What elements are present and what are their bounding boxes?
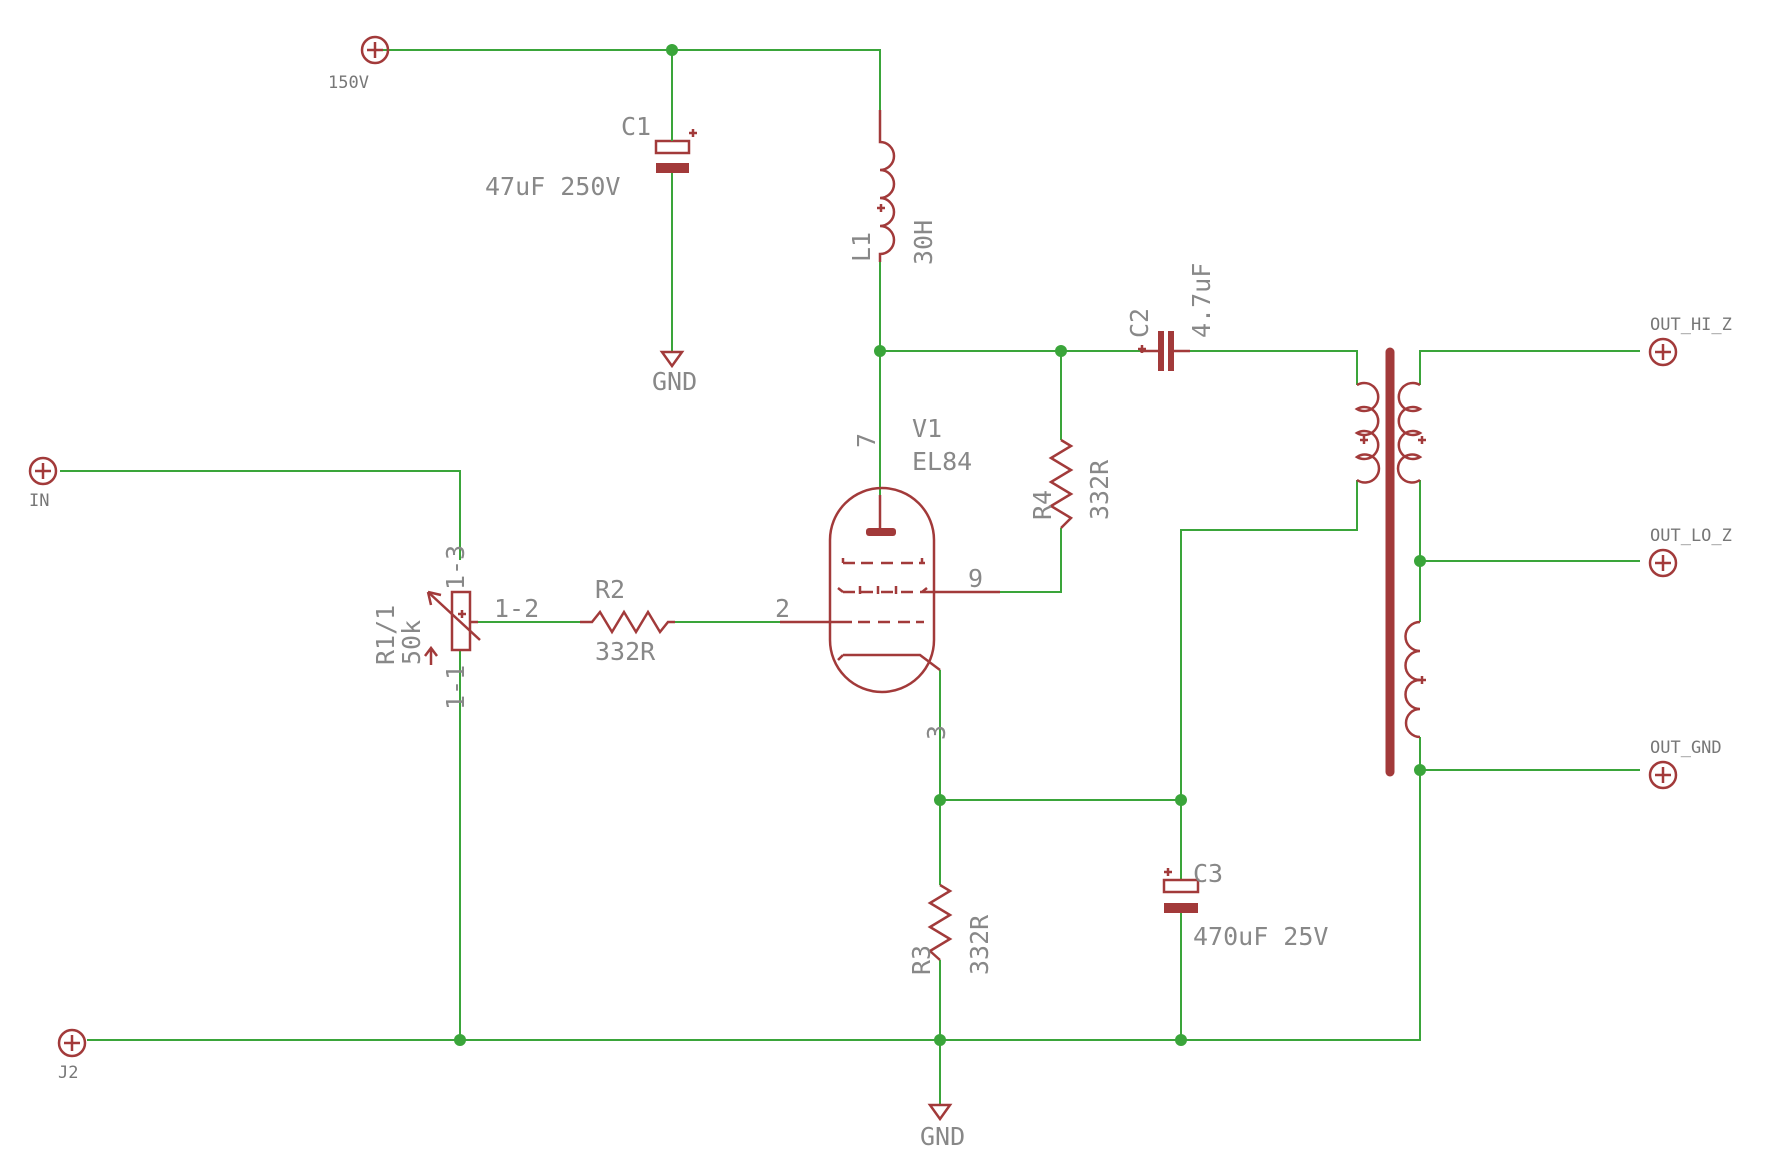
connector-in-label: IN bbox=[29, 491, 49, 511]
capacitor-c3[interactable]: C3 470uF 25V bbox=[1162, 859, 1328, 951]
junction bbox=[1175, 794, 1187, 806]
c1-value: 47uF 250V bbox=[485, 172, 620, 201]
v1-pin-grid: 2 bbox=[775, 594, 790, 623]
connector-out-hi[interactable]: OUT_HI_Z bbox=[1648, 315, 1732, 367]
junction bbox=[1414, 764, 1426, 776]
connector-out-gnd-label: OUT_GND bbox=[1650, 738, 1722, 758]
ground-top-label: GND bbox=[652, 367, 697, 396]
ground-bottom-label: GND bbox=[920, 1122, 965, 1151]
connector-out-lo[interactable]: OUT_LO_Z bbox=[1648, 526, 1732, 578]
resistor-r3[interactable]: R3 332R bbox=[907, 883, 994, 975]
capacitor-c2[interactable]: C2 4.7uF bbox=[1125, 263, 1216, 371]
r3-value: 332R bbox=[965, 914, 994, 975]
connector-out-hi-label: OUT_HI_Z bbox=[1650, 315, 1732, 335]
junctions bbox=[454, 44, 1426, 1046]
r2-name: R2 bbox=[595, 575, 625, 604]
junction bbox=[934, 794, 946, 806]
connector-150v-label: 150V bbox=[328, 73, 369, 93]
connector-in[interactable]: IN bbox=[28, 456, 58, 511]
l1-name: L1 bbox=[847, 232, 876, 262]
c3-value: 470uF 25V bbox=[1193, 922, 1328, 951]
resistor-r4[interactable]: R4 332R bbox=[1028, 438, 1114, 529]
connector-150v[interactable]: 150V bbox=[328, 35, 390, 93]
r3-name: R3 bbox=[907, 945, 936, 975]
r1-pin-wiper: 1-2 bbox=[494, 594, 539, 623]
junction bbox=[666, 44, 678, 56]
r1-name: R1/1 bbox=[371, 605, 400, 665]
v1-pin-cathode: 3 bbox=[922, 725, 951, 740]
wires bbox=[60, 49, 1640, 1105]
v1-pin-plate: 7 bbox=[852, 433, 881, 448]
r1-pin-top: 1-3 bbox=[441, 545, 470, 590]
c3-name: C3 bbox=[1193, 859, 1223, 888]
resistor-r2[interactable]: R2 332R bbox=[580, 575, 675, 666]
r4-value: 332R bbox=[1085, 459, 1114, 520]
junction bbox=[1055, 345, 1067, 357]
ground-symbol-top: GND bbox=[652, 350, 697, 396]
connector-out-lo-label: OUT_LO_Z bbox=[1650, 526, 1732, 546]
v1-pin-screen: 9 bbox=[968, 564, 983, 593]
l1-value: 30H bbox=[909, 220, 938, 265]
v1-name: V1 bbox=[912, 414, 942, 443]
v1-value: EL84 bbox=[912, 447, 972, 476]
connector-out-gnd[interactable]: OUT_GND bbox=[1648, 738, 1722, 790]
r4-name: R4 bbox=[1028, 490, 1057, 520]
potentiometer-r1[interactable]: R1/1 50k 1-3 1-2 1-1 bbox=[371, 545, 539, 710]
junction bbox=[1414, 555, 1426, 567]
c1-name: C1 bbox=[621, 112, 651, 141]
r1-pin-bottom: 1-1 bbox=[441, 665, 470, 710]
r2-value: 332R bbox=[595, 637, 656, 666]
junction bbox=[1175, 1034, 1187, 1046]
c2-name: C2 bbox=[1125, 308, 1154, 338]
ground-symbol-bottom: GND bbox=[920, 1103, 965, 1151]
connector-j2-label: J2 bbox=[58, 1063, 78, 1083]
inductor-l1[interactable]: L1 30H bbox=[847, 110, 938, 265]
junction bbox=[874, 345, 886, 357]
tube-v1[interactable]: V1 EL84 7 9 2 3 bbox=[775, 414, 1000, 740]
connector-j2[interactable]: J2 bbox=[57, 1028, 87, 1083]
r1-value: 50k bbox=[397, 620, 426, 665]
capacitor-c1[interactable]: C1 47uF 250V bbox=[485, 112, 697, 201]
junction bbox=[934, 1034, 946, 1046]
output-transformer[interactable] bbox=[1354, 347, 1426, 777]
c2-value: 4.7uF bbox=[1187, 263, 1216, 338]
junction bbox=[454, 1034, 466, 1046]
